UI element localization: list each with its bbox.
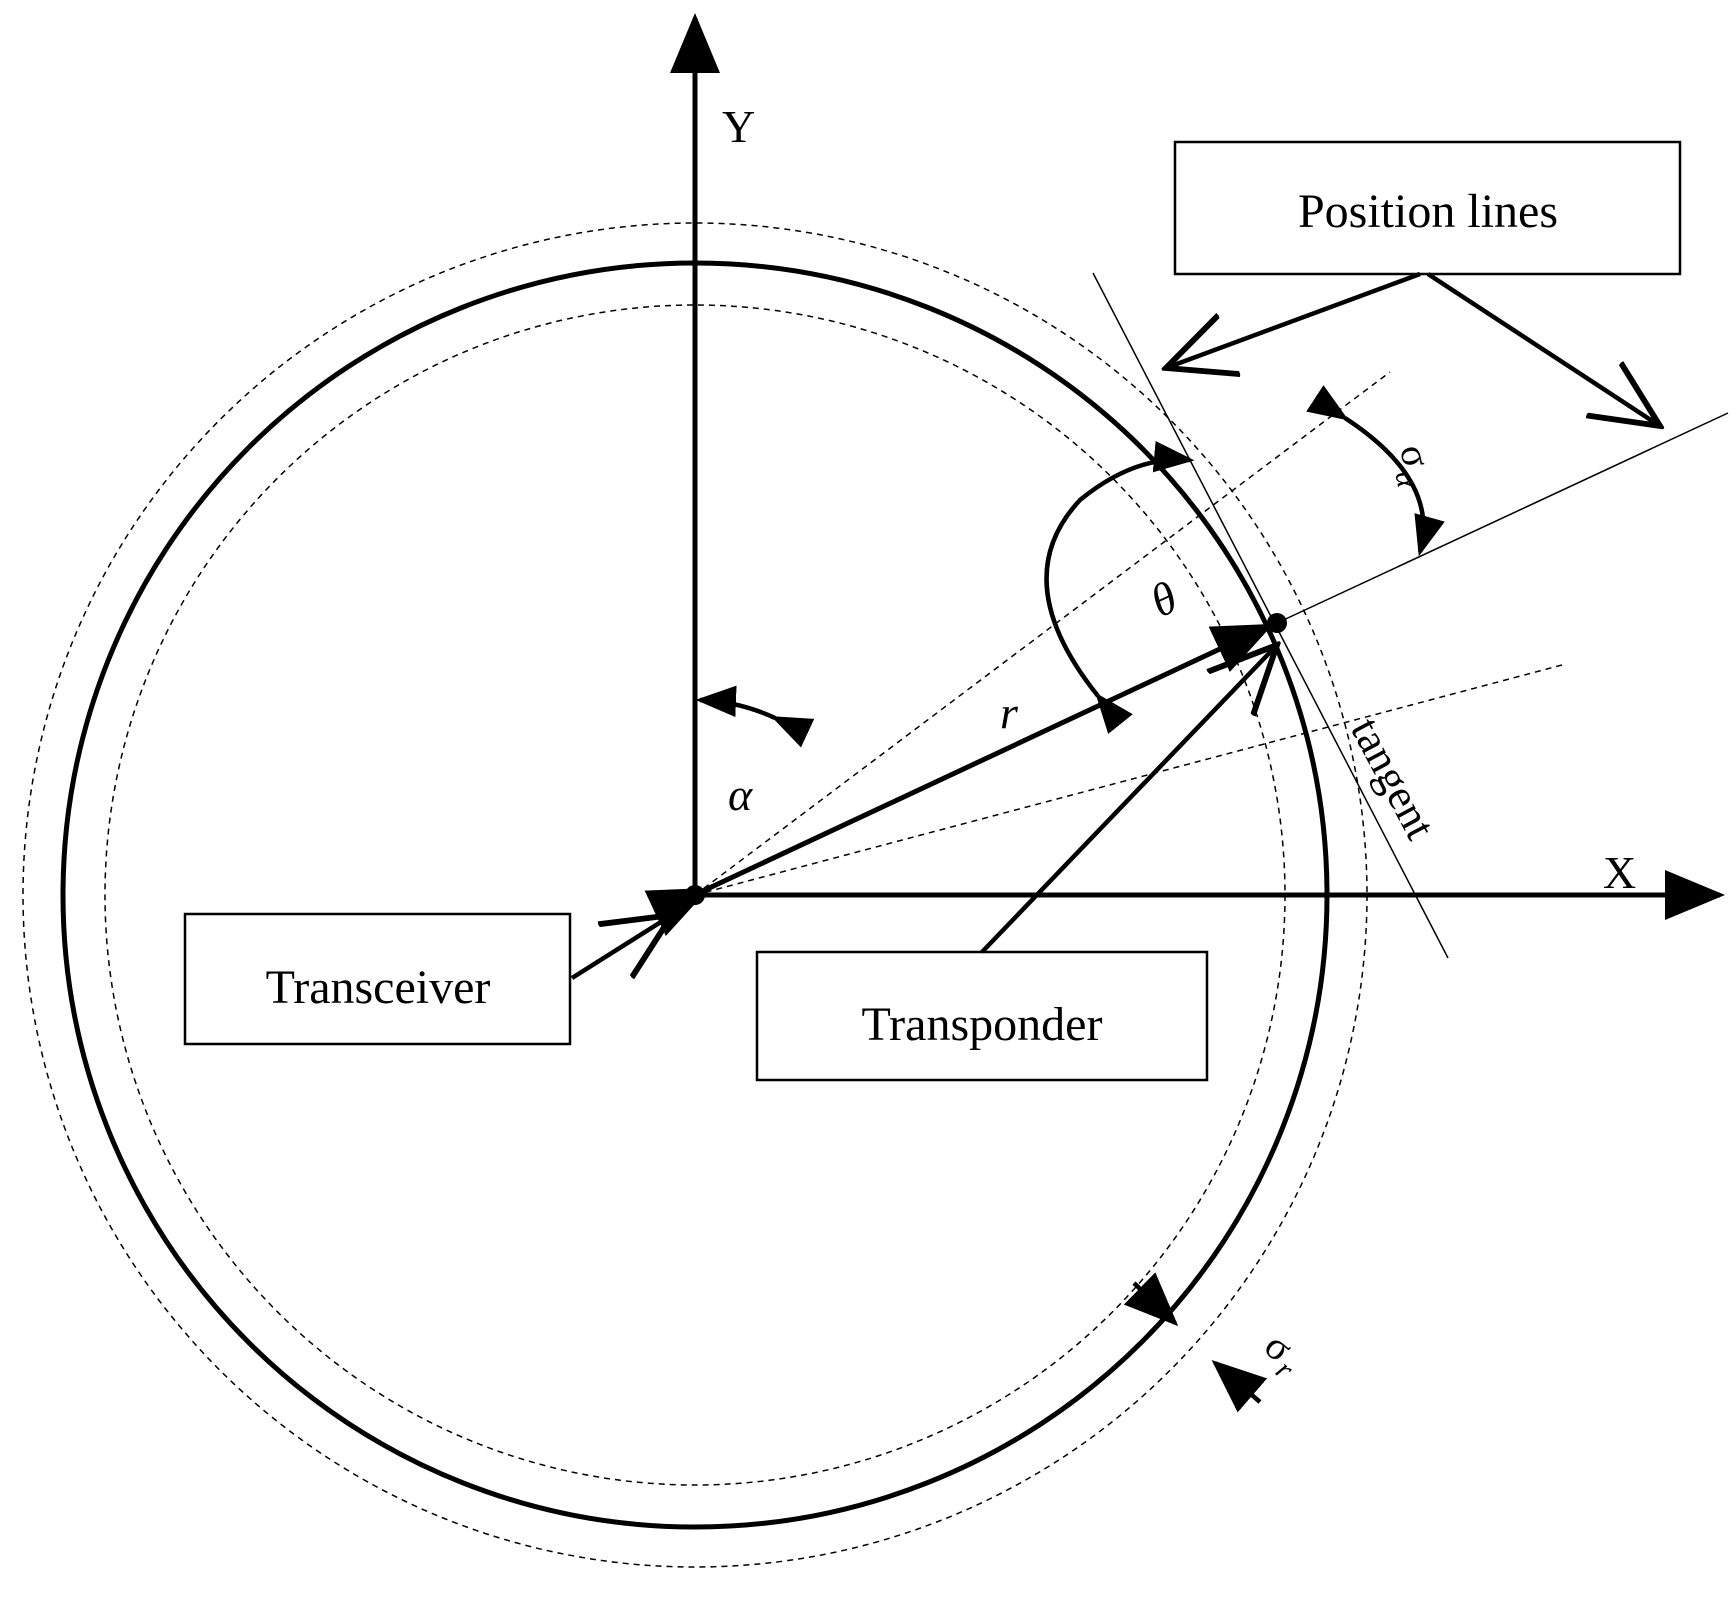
position-lines-pointer-tangent bbox=[1166, 271, 1421, 368]
bearing-upper-dashed-line bbox=[694, 371, 1391, 896]
alpha-symbol: α bbox=[728, 769, 753, 820]
transceiver-point bbox=[685, 885, 705, 905]
y-axis-label: Y bbox=[722, 101, 755, 152]
position-lines-label: Position lines bbox=[1298, 185, 1558, 238]
radial-position-line bbox=[1276, 412, 1729, 624]
sigma-r-inner-arrow bbox=[1211, 1360, 1268, 1413]
transceiver-label: Transceiver bbox=[266, 961, 491, 1014]
transceiver-pointer bbox=[570, 915, 672, 980]
transponder-pointer bbox=[980, 645, 1277, 954]
sigma-alpha-arc bbox=[1306, 385, 1445, 557]
theta-angle-arc bbox=[1044, 441, 1195, 734]
sigma-alpha-sigma: σ bbox=[1391, 441, 1439, 471]
transponder-label: Transponder bbox=[862, 998, 1103, 1051]
sigma-alpha-subscript: α bbox=[1388, 468, 1424, 491]
alpha-angle-arc bbox=[695, 685, 815, 748]
transponder-box bbox=[755, 950, 1209, 1082]
x-axis-label: X bbox=[1603, 847, 1636, 898]
transponder-point bbox=[1267, 613, 1287, 633]
range-symbol: r bbox=[1000, 687, 1019, 738]
sigma-alpha-label: σ α bbox=[1388, 441, 1439, 492]
theta-symbol: θ bbox=[1143, 571, 1185, 627]
transceiver-box bbox=[183, 912, 572, 1046]
sigma-r-outer-arrow bbox=[1123, 1272, 1179, 1327]
sigma-r-label: σ r bbox=[1256, 1322, 1301, 1386]
bearing-lower-dashed-line bbox=[694, 664, 1563, 896]
position-lines-box bbox=[1173, 140, 1682, 276]
range-vector bbox=[644, 623, 1274, 936]
position-lines-pointer-radial bbox=[1426, 272, 1660, 426]
